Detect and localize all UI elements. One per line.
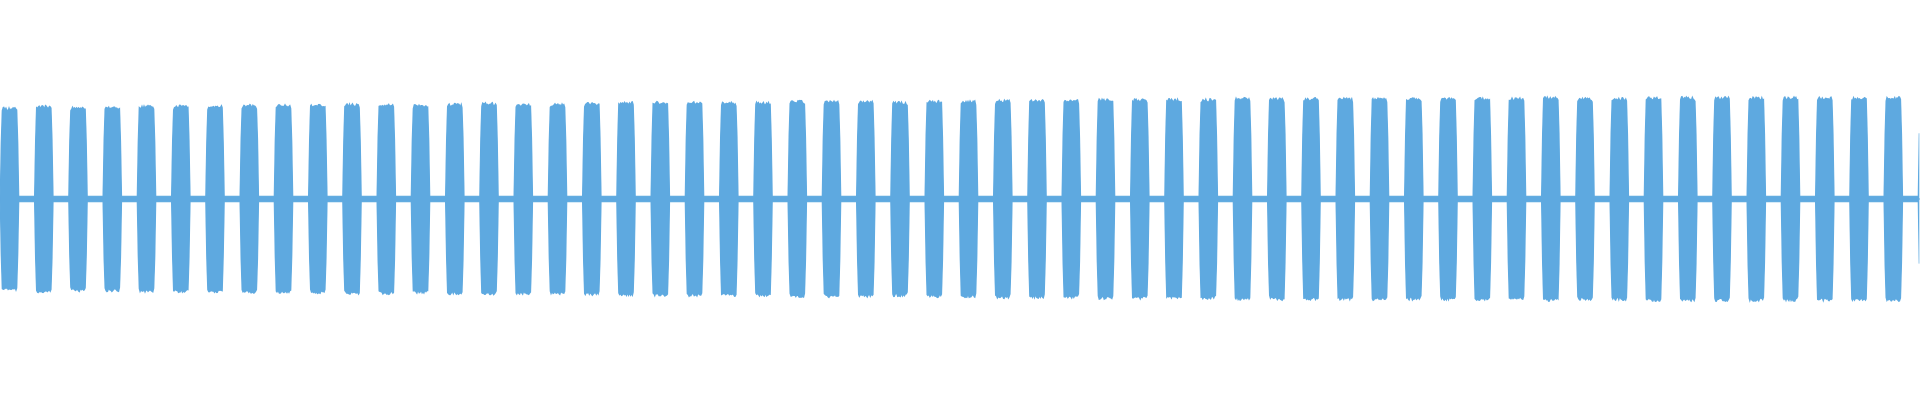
waveform-envelope: [0, 95, 1920, 303]
